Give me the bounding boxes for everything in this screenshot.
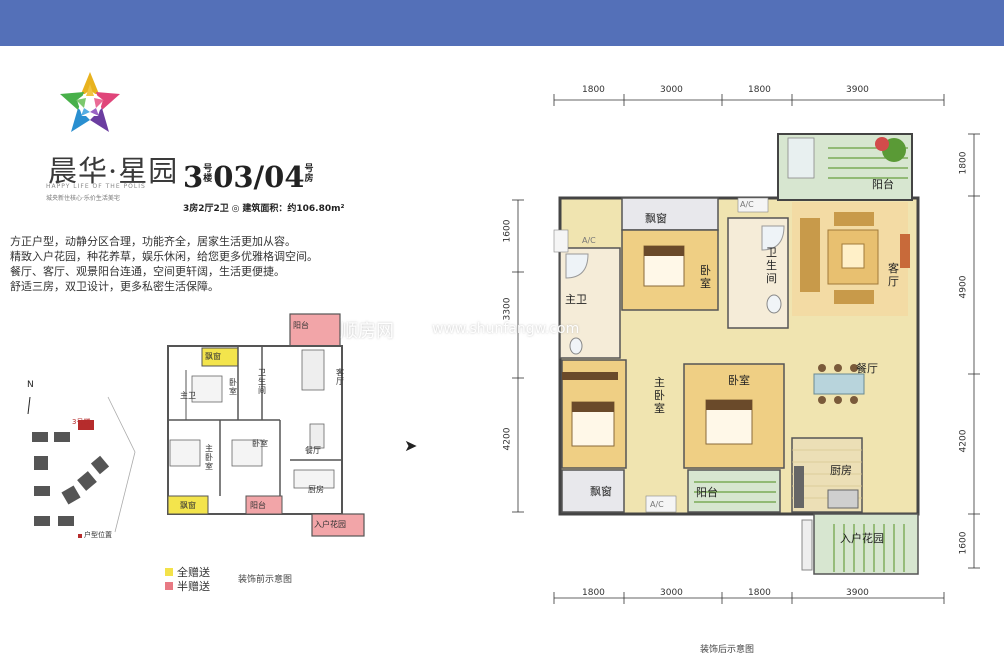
left-dim-2: 3300 — [502, 297, 513, 321]
ac-unit-3-label: A/C — [650, 500, 664, 509]
description-line: 精致入户花园，种花养草，娱乐休闲，给您更多优雅格调空间。 — [10, 250, 318, 263]
unit-spec: 3房2厅2卫 ◎ 建筑面积：约106.80m² — [183, 201, 344, 214]
site-position-label: 户型位置 — [84, 531, 112, 539]
ac-unit-2-label: A/C — [740, 200, 754, 209]
room-numbers: 03/04 — [213, 160, 305, 194]
site-building-label: 3号楼 — [72, 418, 91, 426]
top-dim-2: 3000 — [660, 85, 683, 95]
big-plan-caption: 装饰后示意图 — [700, 645, 755, 655]
small-plan-caption: 装饰前示意图 — [238, 575, 293, 585]
kitchen-label: 厨房 — [830, 464, 852, 477]
small-balcony-bottom-label: 阳台 — [250, 501, 266, 510]
watermark-text: 顺房网 — [340, 321, 394, 342]
bottom-dim-3: 1800 — [748, 588, 771, 598]
unit-description: 方正户型，动静分区合理，功能齐全，居家生活更加从容。 精致入户花园，种花养草，娱… — [10, 234, 380, 294]
small-bedroom1-label: 卧室 — [229, 378, 237, 396]
unit-title: 3号楼03/04号房 — [183, 160, 315, 194]
dining-room-label: 餐厅 — [856, 362, 878, 375]
brand-name: 晨华·星园 — [48, 154, 179, 188]
top-banner — [0, 0, 1004, 46]
small-bath2-label: 卫生间 — [258, 368, 266, 395]
top-dim-1: 1800 — [582, 85, 605, 95]
bay-bottom-label: 飘窗 — [590, 485, 612, 498]
entry-garden-label: 入户花园 — [840, 532, 884, 545]
small-dining-label: 餐厅 — [305, 446, 321, 455]
floor-area: 建筑面积：约106.80m² — [242, 204, 345, 214]
bedroom2-label: 卧室 — [728, 374, 750, 387]
ac-unit-1-label: A/C — [582, 236, 596, 245]
balcony-top-label: 阳台 — [872, 178, 894, 191]
master-bath-label: 主卫 — [565, 293, 587, 306]
living-room-label: 客厅 — [888, 262, 899, 288]
bottom-dim-1: 1800 — [582, 588, 605, 598]
small-master-bedroom-label: 主卧室 — [205, 444, 213, 471]
legend-half-swatch — [165, 582, 173, 590]
brand-slogan: 城央新住核心·乐价生活美宅 — [46, 195, 120, 202]
big-floor-plan — [512, 94, 980, 604]
north-label: N — [27, 380, 34, 390]
watermark-url: www.shunfangw.com — [432, 321, 580, 337]
small-living-label: 客厅 — [336, 368, 344, 386]
description-line: 餐厅、客厅、观景阳台连通，空间更轩阔，生活更便捷。 — [10, 265, 285, 278]
arrow-right-icon: ➤ — [404, 436, 418, 455]
small-bedroom2-label: 卧室 — [252, 439, 268, 448]
legend: 全赠送 半赠送 — [165, 566, 210, 594]
master-bedroom-label: 主卧室 — [654, 376, 665, 415]
bottom-dim-2: 3000 — [660, 588, 683, 598]
right-dim-1: 1800 — [958, 151, 969, 175]
small-floor-plan — [167, 313, 365, 537]
legend-full-gift: 全赠送 — [165, 566, 210, 580]
room-unit: 号房 — [304, 164, 314, 184]
small-bay-top-label: 飘窗 — [205, 352, 221, 361]
description-line: 舒适三房，双卫设计，更多私密生活保障。 — [10, 280, 219, 293]
left-dim-1: 1600 — [502, 219, 513, 243]
bottom-dim-4: 3900 — [846, 588, 869, 598]
brand-logo-icon — [60, 72, 120, 132]
north-indicator: N — [27, 380, 34, 390]
legend-half-gift: 半赠送 — [165, 580, 210, 594]
top-dim-4: 3900 — [846, 85, 869, 95]
balcony-bottom-label: 阳台 — [696, 486, 718, 499]
building-number: 3 — [183, 160, 204, 194]
right-dim-2: 4900 — [958, 275, 969, 299]
small-balcony-top-label: 阳台 — [293, 321, 309, 330]
small-entry-garden-label: 入户花园 — [314, 520, 346, 529]
left-dim-3: 4200 — [502, 427, 513, 451]
site-plan — [27, 396, 136, 538]
spec-bullet-icon: ◎ — [231, 204, 243, 214]
small-bay-bottom-label: 飘窗 — [180, 501, 196, 510]
building-unit: 号楼 — [203, 164, 213, 184]
bedroom1-label: 卧室 — [700, 264, 711, 290]
small-kitchen-label: 厨房 — [308, 485, 324, 494]
right-dim-4: 1600 — [958, 531, 969, 555]
bay-top-label: 飘窗 — [645, 212, 667, 225]
bath2-label: 卫生间 — [766, 246, 777, 285]
top-dim-3: 1800 — [748, 85, 771, 95]
small-master-bath-label: 主卫 — [180, 391, 196, 400]
right-dim-3: 4200 — [958, 429, 969, 453]
description-line: 方正户型，动静分区合理，功能齐全，居家生活更加从容。 — [10, 235, 296, 248]
brand-english: HAPPY LIFE OF THE POLIS — [46, 183, 146, 190]
legend-full-swatch — [165, 568, 173, 576]
layout-type: 3房2厅2卫 — [183, 204, 229, 214]
